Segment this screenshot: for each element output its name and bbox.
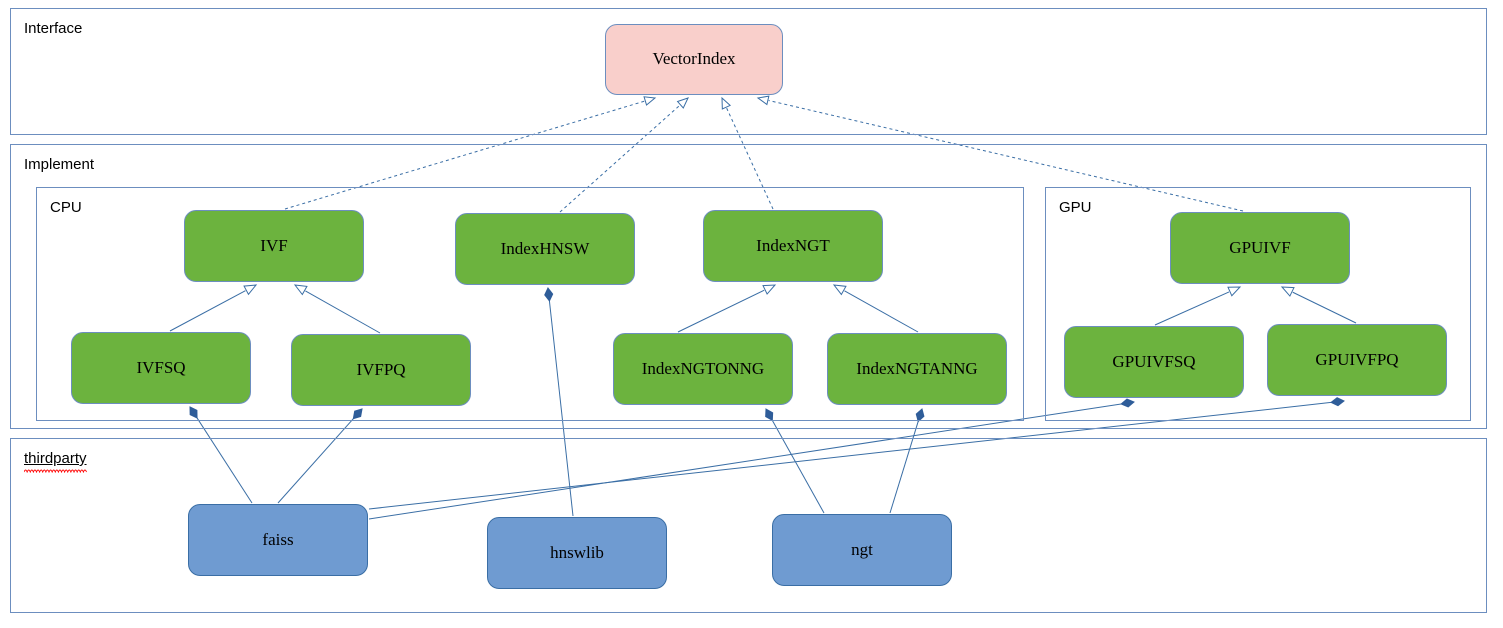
container-implement — [10, 144, 1487, 429]
node-gpuivf[interactable]: GPUIVF — [1170, 212, 1350, 284]
node-label: IVFPQ — [356, 359, 406, 379]
node-indexhnsw[interactable]: IndexHNSW — [455, 213, 635, 285]
node-indexngt[interactable]: IndexNGT — [703, 210, 883, 282]
node-label: faiss — [262, 529, 294, 549]
node-ivfsq[interactable]: IVFSQ — [71, 332, 251, 404]
node-hnswlib[interactable]: hnswlib — [487, 517, 667, 589]
node-label: GPUIVFSQ — [1112, 351, 1196, 371]
container-interface — [10, 8, 1487, 135]
node-label: VectorIndex — [652, 49, 736, 69]
node-label: GPUIVF — [1229, 237, 1291, 257]
container-label-cpu: CPU — [50, 199, 82, 216]
spellcheck-squiggle-icon — [24, 469, 87, 473]
node-label: GPUIVFPQ — [1315, 349, 1399, 369]
container-label-gpu: GPU — [1059, 199, 1092, 216]
node-gpuivfpq[interactable]: GPUIVFPQ — [1267, 324, 1447, 396]
node-indexngtanng[interactable]: IndexNGTANNG — [827, 333, 1007, 405]
node-ivf[interactable]: IVF — [184, 210, 364, 282]
node-gpuivfsq[interactable]: GPUIVFSQ — [1064, 326, 1244, 398]
node-label: IndexHNSW — [500, 238, 590, 258]
node-faiss[interactable]: faiss — [188, 504, 368, 576]
node-label: hnswlib — [550, 542, 604, 562]
container-gpu — [1045, 187, 1471, 421]
node-label: IndexNGTANNG — [856, 358, 978, 378]
container-label-interface: Interface — [24, 20, 83, 37]
node-vectorindex[interactable]: VectorIndex — [605, 24, 783, 95]
node-indexngtonng[interactable]: IndexNGTONNG — [613, 333, 793, 405]
node-label: IVF — [260, 235, 288, 255]
container-cpu — [36, 187, 1024, 421]
node-label: IVFSQ — [136, 357, 186, 377]
node-label: IndexNGT — [756, 235, 830, 255]
container-label-thirdparty: thirdparty — [24, 451, 87, 473]
container-label-implement: Implement — [24, 156, 95, 173]
node-label: ngt — [851, 539, 873, 559]
node-ngt[interactable]: ngt — [772, 514, 952, 586]
node-label: IndexNGTONNG — [641, 358, 765, 378]
container-thirdparty — [10, 438, 1487, 613]
node-ivfpq[interactable]: IVFPQ — [291, 334, 471, 406]
